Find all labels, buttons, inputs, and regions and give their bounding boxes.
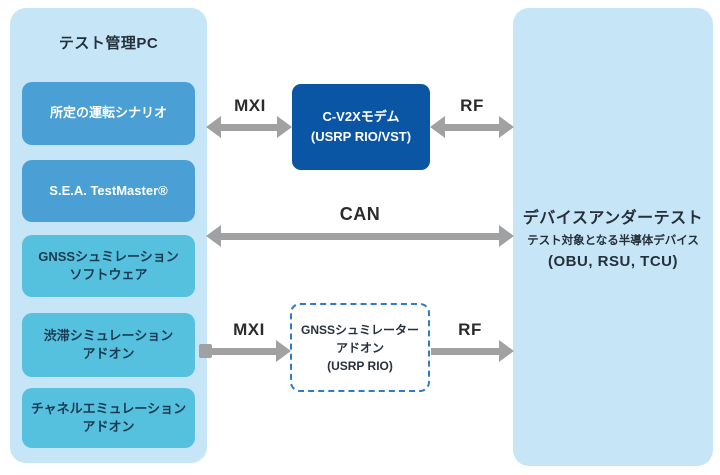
mxi-bottom-arrow [199,340,291,362]
arrowhead-right-icon [277,116,292,138]
module-driving-scenario: 所定の運転シナリオ [22,82,195,145]
dut-title: デバイスアンダーテスト [522,210,704,227]
arrow-shaft [218,232,502,240]
cv2x-modem-box: C-V2Xモデム (USRP RIO/VST) [292,84,430,170]
arrow-shaft [431,347,502,355]
arrowhead-right-icon [499,340,514,362]
mxi-bottom-label: MXI [233,320,265,339]
can-label: CAN [339,204,381,224]
arrowhead-left-icon [430,116,445,138]
test-pc-panel-title: テスト管理PC [58,35,159,52]
dut-text-block: デバイスアンダーテスト テスト対象となる半導体デバイス (OBU, RSU, T… [513,204,713,270]
can-double-arrow [206,225,514,247]
mxi-top-double-arrow [206,116,292,138]
module-sea-testmaster: S.E.A. TestMaster® [22,160,195,222]
arrowhead-left-icon [206,116,221,138]
arrowhead-right-icon [499,116,514,138]
dut-panel: デバイスアンダーテスト テスト対象となる半導体デバイス (OBU, RSU, T… [513,8,713,466]
module-gnss-simulation-software: GNSSシュミレーション ソフトウェア [22,235,195,297]
mxi-top-label: MXI [234,96,266,115]
arrowhead-right-icon [276,340,291,362]
arrow-shaft [205,347,279,355]
arrow-shaft [442,123,502,131]
arrowhead-right-icon [499,225,514,247]
rf-bottom-arrow [431,340,514,362]
module-traffic-simulation-addon: 渋滞シミュレーション アドオン [22,313,195,377]
module-channel-emulation-addon: チャネルエミュレーション アドオン [22,388,195,448]
dut-subtitle: テスト対象となる半導体デバイス [527,235,699,247]
test-pc-panel: テスト管理PC 所定の運転シナリオ S.E.A. TestMaster® GNS… [10,8,207,463]
gnss-simulator-addon-box: GNSSシュミレーター アドオン (USRP RIO) [290,303,430,392]
arrowhead-left-icon [206,225,221,247]
arrow-shaft [218,123,280,131]
rf-bottom-label: RF [458,320,482,339]
dut-device-list: (OBU, RSU, TCU) [548,253,678,270]
rf-top-label: RF [460,96,484,115]
rf-top-double-arrow [430,116,514,138]
